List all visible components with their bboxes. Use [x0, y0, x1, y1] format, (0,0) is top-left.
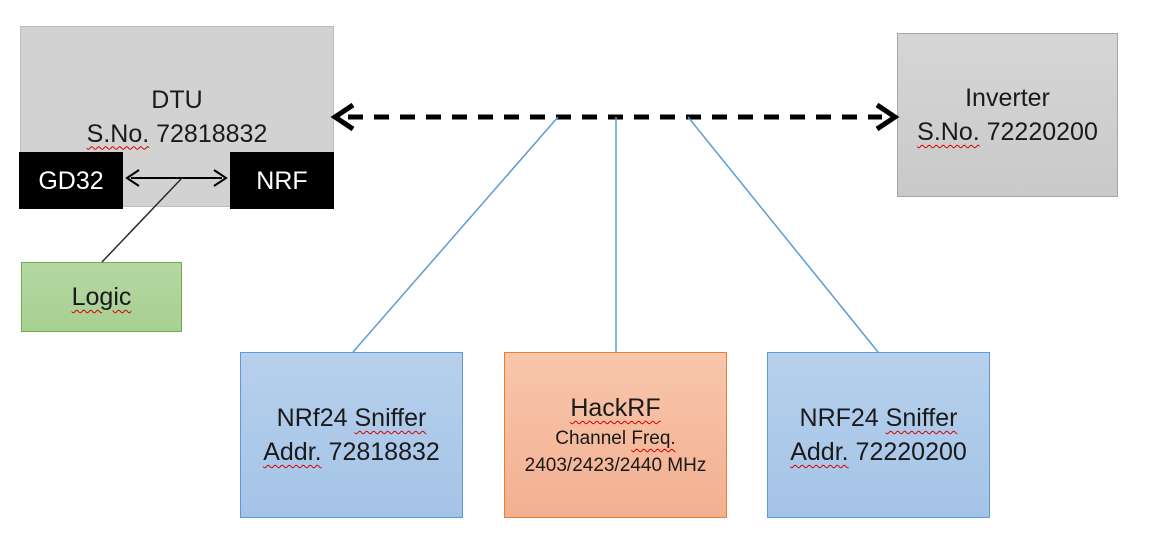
sniffer-left-addr: Addr. 72818832 [263, 438, 440, 466]
inverter-serial: S.No. 72220200 [917, 115, 1098, 149]
logic-box: Logic [21, 262, 182, 332]
inverter-serial-value: 72220200 [986, 118, 1098, 146]
nrf-label: NRF [256, 166, 308, 195]
gd32-label: GD32 [38, 166, 104, 195]
inverter-title: Inverter [965, 84, 1050, 112]
inverter-serial-label: S.No. [917, 118, 980, 146]
tap-line-sniffer-right [687, 116, 879, 353]
hackrf-box: HackRF Channel Freq. 2403/2423/2440 MHz [504, 352, 727, 518]
dtu-serial-value: 72818832 [156, 119, 268, 148]
hackrf-title: HackRF [570, 394, 661, 422]
inverter-box: Inverter S.No. 72220200 [897, 33, 1118, 197]
sniffer-left-box: NRf24 Sniffer Addr. 72818832 [240, 352, 463, 518]
sniffer-right-addr: Addr. 72220200 [790, 438, 967, 466]
logic-label: Logic [71, 283, 132, 311]
sniffer-right-title: NRF24 Sniffer [799, 404, 958, 432]
rf-link-left-arrowhead [330, 102, 355, 132]
gd32-box: GD32 [19, 152, 123, 209]
rf-link-right-arrowhead [875, 102, 900, 132]
sniffer-right-box: NRF24 Sniffer Addr. 72220200 [767, 352, 990, 518]
tap-line-sniffer-left [352, 116, 559, 353]
hackrf-freq-values: 2403/2423/2440 MHz [524, 455, 707, 476]
dtu-title: DTU [151, 85, 203, 114]
dtu-serial-label: S.No. [86, 119, 150, 148]
nrf-box: NRF [230, 152, 334, 209]
hackrf-freq-label: Channel Freq. [555, 428, 676, 449]
sniffer-left-title: NRf24 Sniffer [276, 404, 427, 432]
dtu-serial: S.No. 72818832 [87, 117, 268, 151]
